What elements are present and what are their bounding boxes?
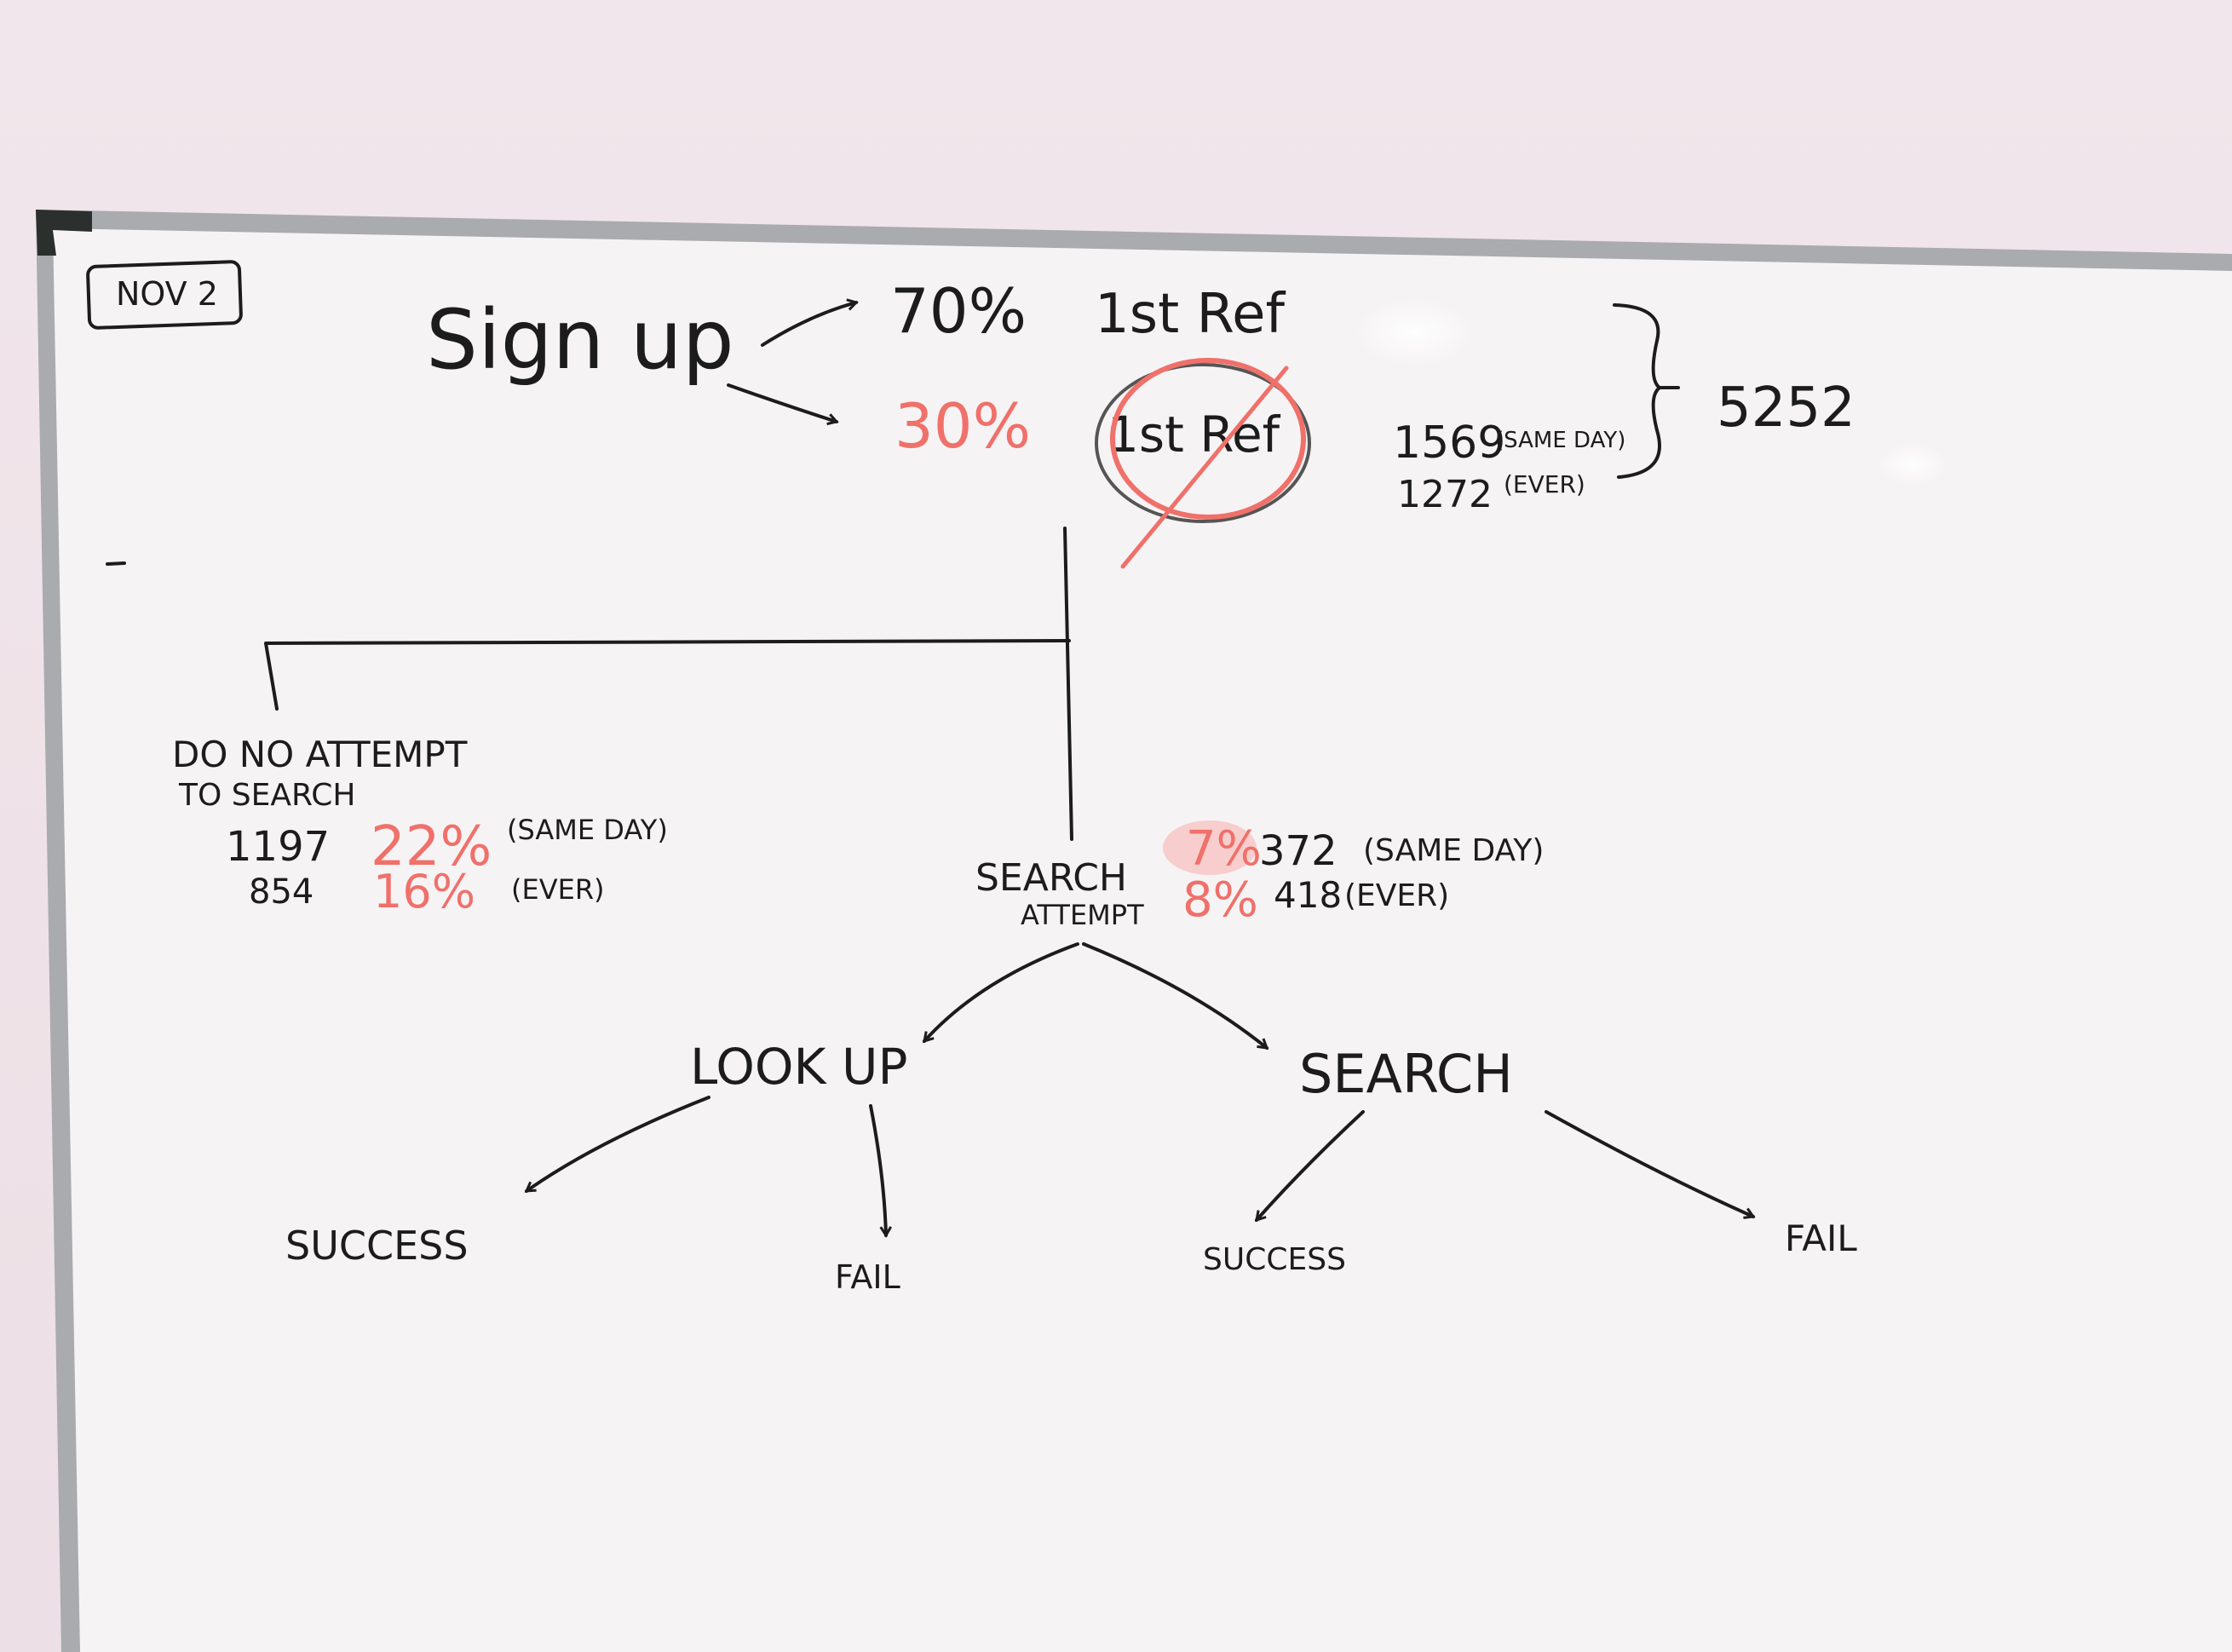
no-search-same-day-pct: 22% <box>371 815 492 878</box>
no-first-ref-pct: 30% <box>895 390 1031 462</box>
arrow-search-success <box>1255 1110 1365 1223</box>
no-search-ever-count: 854 <box>249 872 314 912</box>
search-fail: FAIL <box>1785 1217 1857 1259</box>
same-day-count: 1569 <box>1393 417 1505 469</box>
search-attempt-line1: SEARCH <box>975 856 1127 900</box>
total-count: 5252 <box>1717 377 1855 440</box>
tree-trunk <box>1063 527 1073 841</box>
glare-spot <box>1355 298 1474 366</box>
same-day-note: (SAME DAY) <box>1495 428 1625 453</box>
lookup-success: SUCCESS <box>285 1223 469 1269</box>
ever-note: (EVER) <box>1504 470 1585 498</box>
whiteboard-surface <box>53 228 2232 1652</box>
first-ref-pct: 70% <box>890 275 1027 347</box>
stray-mark <box>106 561 126 566</box>
first-ref-label: 1st Ref <box>1095 283 1286 346</box>
no-search-same-day-count: 1197 <box>226 823 330 871</box>
crossed-out-circle <box>1095 363 1311 523</box>
signup-label: Sign up <box>426 292 734 388</box>
no-first-ref-label: 1st Ref <box>1107 406 1281 463</box>
search-node: SEARCH <box>1299 1043 1513 1105</box>
date-tag: NOV 2 <box>116 275 218 313</box>
search-attempt-ever-pct: 8% <box>1182 872 1258 928</box>
red-circle <box>1110 358 1306 520</box>
search-attempt-same-day-pct: 7% <box>1186 821 1262 877</box>
search-attempt-same-day-note: (SAME DAY) <box>1363 833 1544 868</box>
tree-branch-left <box>264 639 1071 711</box>
search-success: SUCCESS <box>1203 1242 1346 1277</box>
arrow-search-fail <box>1545 1110 1756 1219</box>
no-search-title-line1: DO NO ATTEMPT <box>172 734 468 775</box>
search-attempt-same-day-count: 372 <box>1259 827 1337 875</box>
lookup-node: LOOK UP <box>690 1038 907 1096</box>
search-attempt-line2: ATTEMPT <box>1021 899 1144 931</box>
search-attempt-ever-note: (EVER) <box>1344 878 1449 913</box>
red-smudge <box>1163 820 1257 875</box>
ever-count: 1272 <box>1397 473 1493 516</box>
arrow-to-search <box>1082 942 1269 1050</box>
no-search-ever-pct: 16% <box>373 865 475 918</box>
arrow-lookup-success <box>524 1096 710 1193</box>
no-search-title-line2: TO SEARCH <box>178 778 355 813</box>
arrow-to-first-ref <box>761 298 859 347</box>
search-attempt-ever-count: 418 <box>1274 874 1342 916</box>
no-search-same-day-note: (SAME DAY) <box>507 814 668 846</box>
arrow-lookup-fail <box>869 1104 893 1238</box>
frame-corner <box>36 210 92 256</box>
date-tag-box <box>86 260 243 330</box>
lookup-fail: FAIL <box>835 1258 900 1296</box>
glare-spot <box>1878 443 1947 486</box>
red-strike <box>1120 366 1289 569</box>
no-search-ever-note: (EVER) <box>511 873 605 906</box>
arrow-to-lookup <box>923 942 1079 1044</box>
arrow-to-no-first-ref <box>727 383 839 426</box>
